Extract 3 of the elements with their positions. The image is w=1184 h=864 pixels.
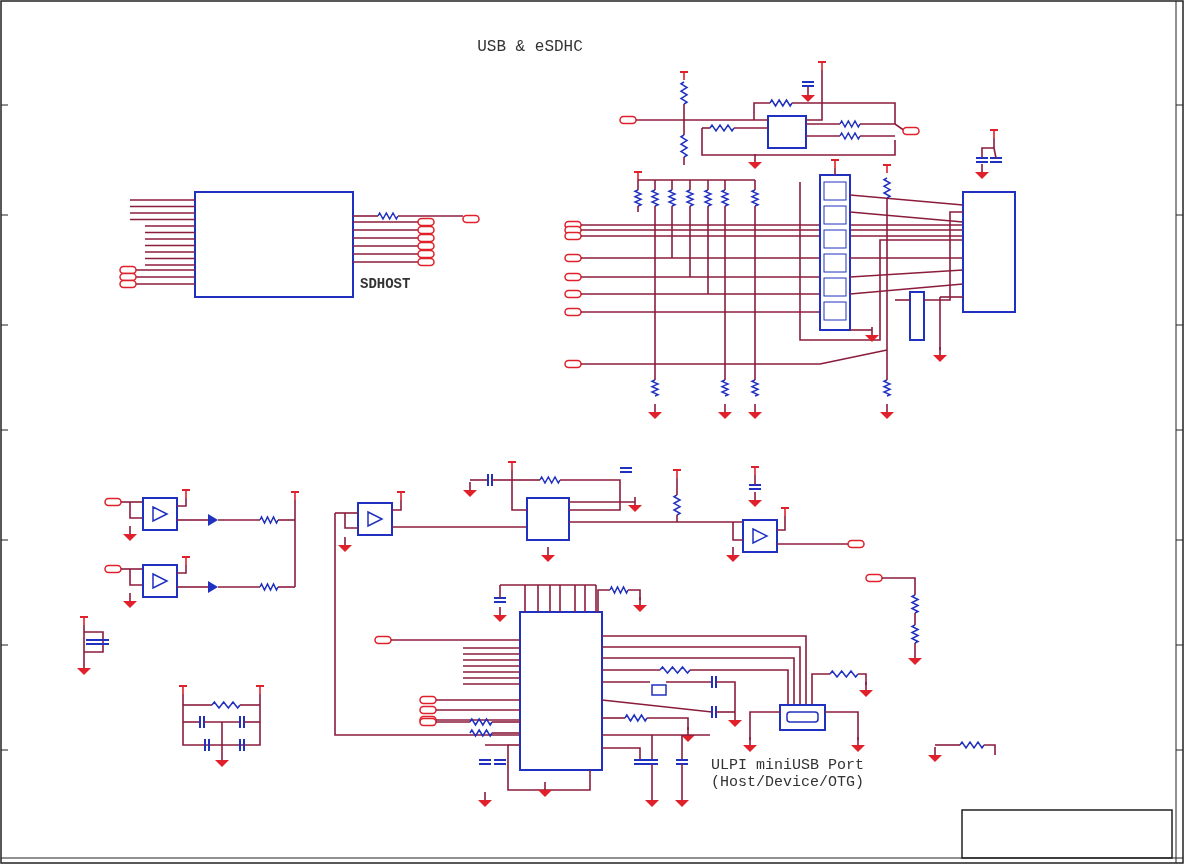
chip-label: SDHOST <box>360 276 412 292</box>
section-caption: ULPI miniUSB Port (Host/Device/OTG) <box>710 757 865 791</box>
diagram-title: USB & eSDHC <box>476 38 584 56</box>
